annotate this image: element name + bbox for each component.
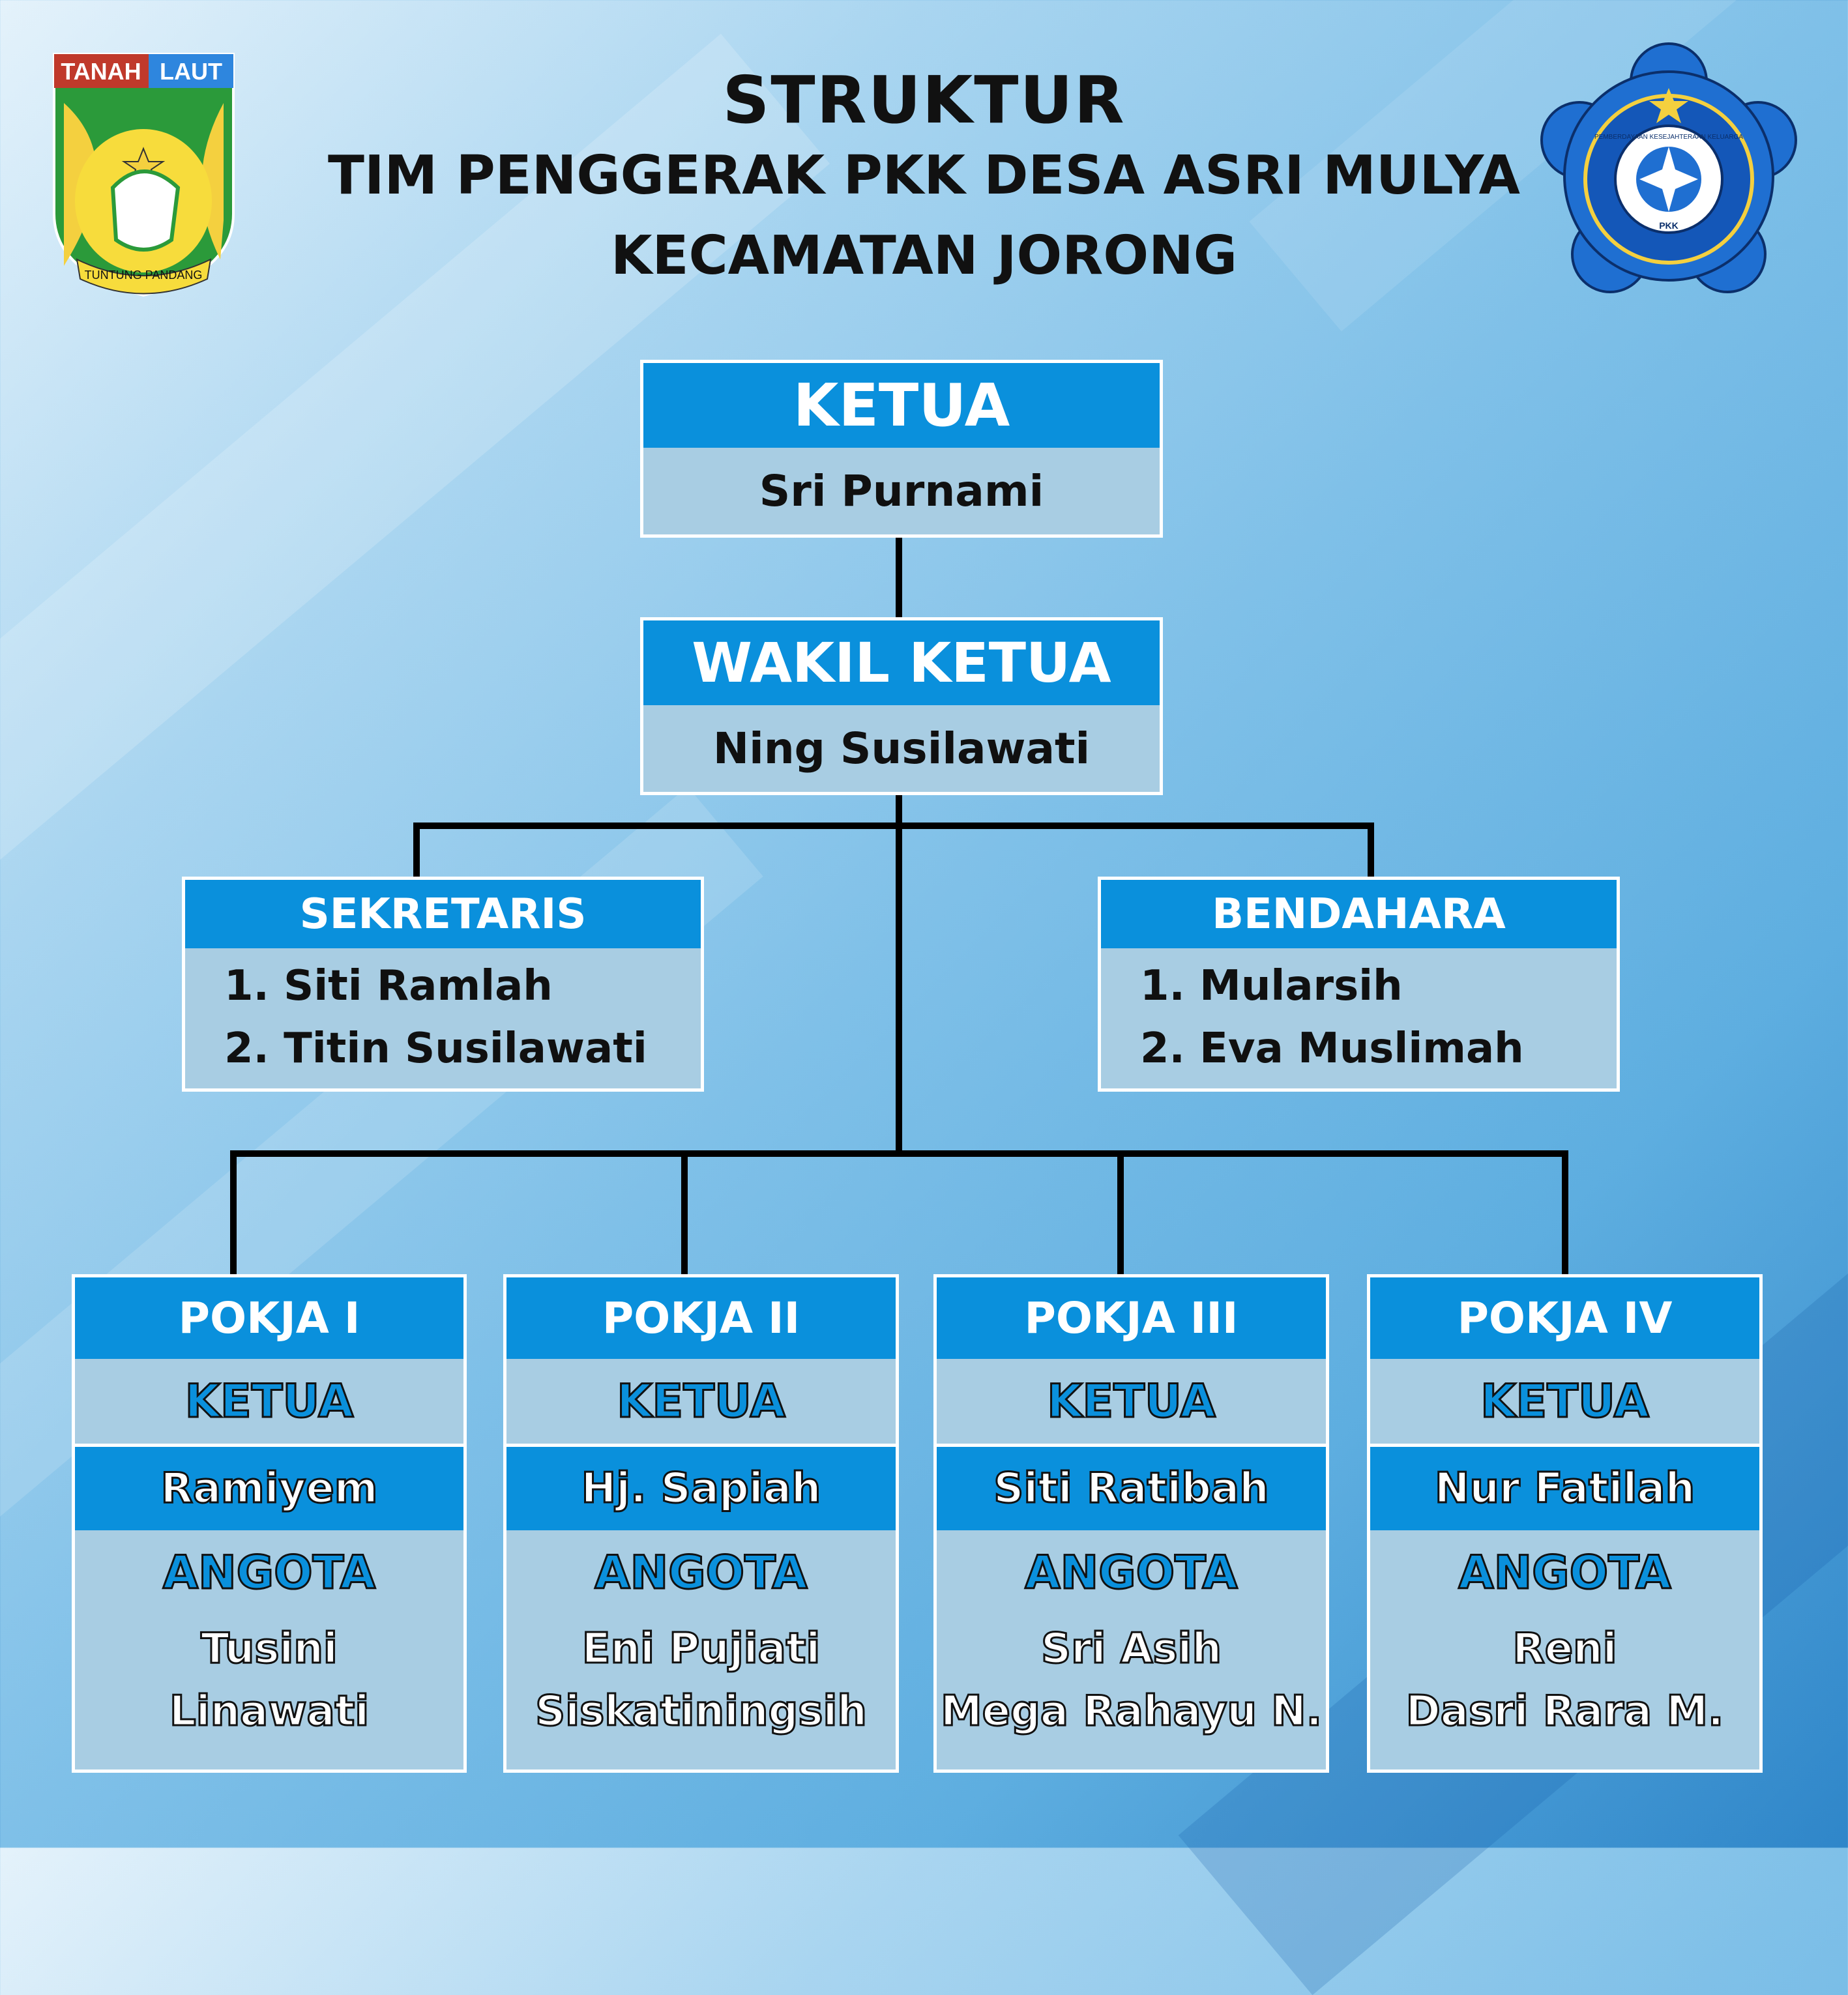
connector-sekretaris [413,823,420,878]
bendahara-name-1: 1. Mularsih [1140,962,1403,1010]
pokja-1-ketua-name: Ramiyem [160,1464,379,1514]
sekretaris-name-2: 2. Titin Susilawati [224,1025,647,1073]
connector-ketua-wakil [896,536,902,619]
logo-tag-right: LAUT [160,58,222,85]
pokja-2-box: POKJA II KETUA Hj. Sapiah ANGOTA Eni Puj… [503,1274,899,1773]
sekretaris-title: SEKRETARIS [185,880,701,948]
connector-bendahara [1368,823,1374,878]
wakil-ketua-box: WAKIL KETUA Ning Susilawati [640,617,1163,795]
pokja-3-anggota-2: Mega Rahayu N. [939,1687,1323,1737]
pokja-4-box: POKJA IV KETUA Nur Fatilah ANGOTA Reni D… [1367,1274,1763,1773]
pokja-3-anggota-1: Sri Asih [1040,1624,1223,1674]
ketua-box: KETUA Sri Purnami [640,360,1163,538]
connector-pokja-2 [681,1150,688,1277]
pokja-4-title: POKJA IV [1370,1277,1759,1359]
pokja-4-ketua-label: KETUA [1480,1374,1650,1429]
connector-wakil-trunk [896,792,902,1157]
sekretaris-box: SEKRETARIS 1. Siti Ramlah 2. Titin Susil… [182,877,704,1092]
pkk-emblem-icon: PKK PEMBERDAYAAN KESEJAHTERAAN KELUARGA [1535,42,1802,310]
ketua-title: KETUA [643,363,1160,448]
pokja-1-box: POKJA I KETUA Ramiyem ANGOTA Tusini Lina… [72,1274,467,1773]
pokja-2-title: POKJA II [506,1277,896,1359]
pokja-2-anggota-1: Eni Pujiati [581,1624,821,1674]
pokja-1-anggota-label: ANGOTA [162,1545,376,1601]
page-title: STRUKTUR [722,62,1126,138]
connector-pokja-4 [1562,1150,1568,1277]
pokja-4-anggota-2: Dasri Rara M. [1405,1687,1725,1737]
pkk-ring-text: PEMBERDAYAAN KESEJAHTERAAN KELUARGA [1594,134,1743,141]
bendahara-box: BENDAHARA 1. Mularsih 2. Eva Muslimah [1098,877,1620,1092]
pokja-1-title: POKJA I [75,1277,463,1359]
pokja-3-box: POKJA III KETUA Siti Ratibah ANGOTA Sri … [933,1274,1329,1773]
pokja-3-ketua-name: Siti Ratibah [993,1464,1270,1514]
wakil-ketua-title: WAKIL KETUA [643,620,1160,705]
pokja-1-ketua-label: KETUA [184,1374,355,1429]
connector-pokja-3 [1117,1150,1124,1277]
page-subtitle: TIM PENGGERAK PKK DESA ASRI MULYA [328,145,1520,207]
pokja-4-anggota-1: Reni [1512,1624,1618,1674]
sekretaris-name-1: 1. Siti Ramlah [224,962,553,1010]
ketua-name: Sri Purnami [759,466,1044,516]
pokja-1-anggota-1: Tusini [200,1624,339,1674]
pokja-2-ketua-name: Hj. Sapiah [580,1464,822,1514]
pokja-3-ketua-label: KETUA [1046,1374,1217,1429]
tanah-laut-emblem-icon: TANAH LAUT TUNTUNG PANDANG [51,51,237,299]
wakil-ketua-name: Ning Susilawati [712,723,1091,774]
pokja-2-anggota-label: ANGOTA [594,1545,808,1601]
pokja-4-ketua-name: Nur Fatilah [1433,1464,1695,1514]
page-subtitle-district: KECAMATAN JORONG [610,225,1238,287]
connector-pokja-1 [230,1150,237,1277]
pokja-4-anggota-label: ANGOTA [1458,1545,1672,1601]
connector-branch-pokja [230,1150,1568,1157]
pokja-2-ketua-label: KETUA [616,1374,787,1429]
pokja-3-anggota-label: ANGOTA [1024,1545,1239,1601]
bendahara-title: BENDAHARA [1101,880,1617,948]
pokja-2-anggota-2: Siskatiningsih [535,1687,868,1737]
connector-branch-top [413,823,1374,829]
logo-tag-left: TANAH [61,58,141,85]
bendahara-name-2: 2. Eva Muslimah [1140,1025,1524,1073]
pkk-bottom-text: PKK [1659,220,1679,231]
pokja-1-anggota-2: Linawati [168,1687,370,1737]
pokja-3-title: POKJA III [937,1277,1326,1359]
logo-ribbon-text: TUNTUNG PANDANG [85,269,203,282]
